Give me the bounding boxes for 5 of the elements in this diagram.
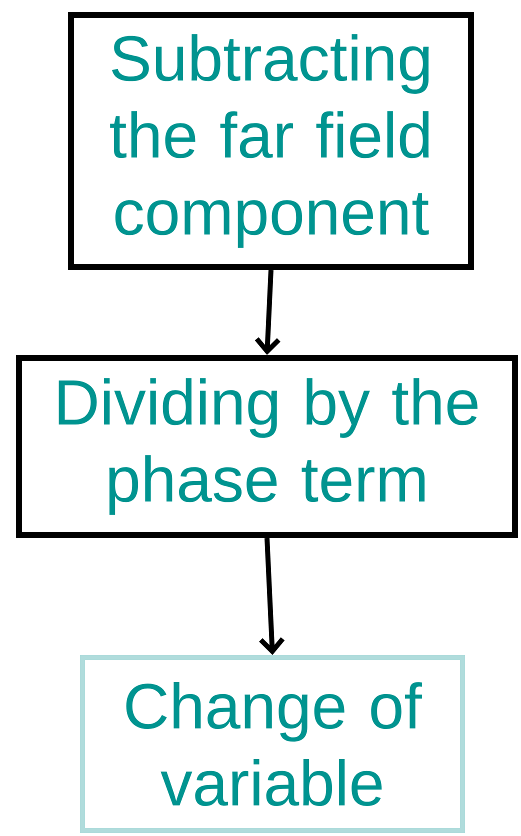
arrow: [259, 538, 285, 655]
arrow: [254, 270, 280, 355]
process-box: Subtracting the far field component: [68, 12, 474, 270]
process-box: Change of variable: [80, 655, 465, 833]
process-box: Dividing by the phase term: [16, 355, 518, 538]
